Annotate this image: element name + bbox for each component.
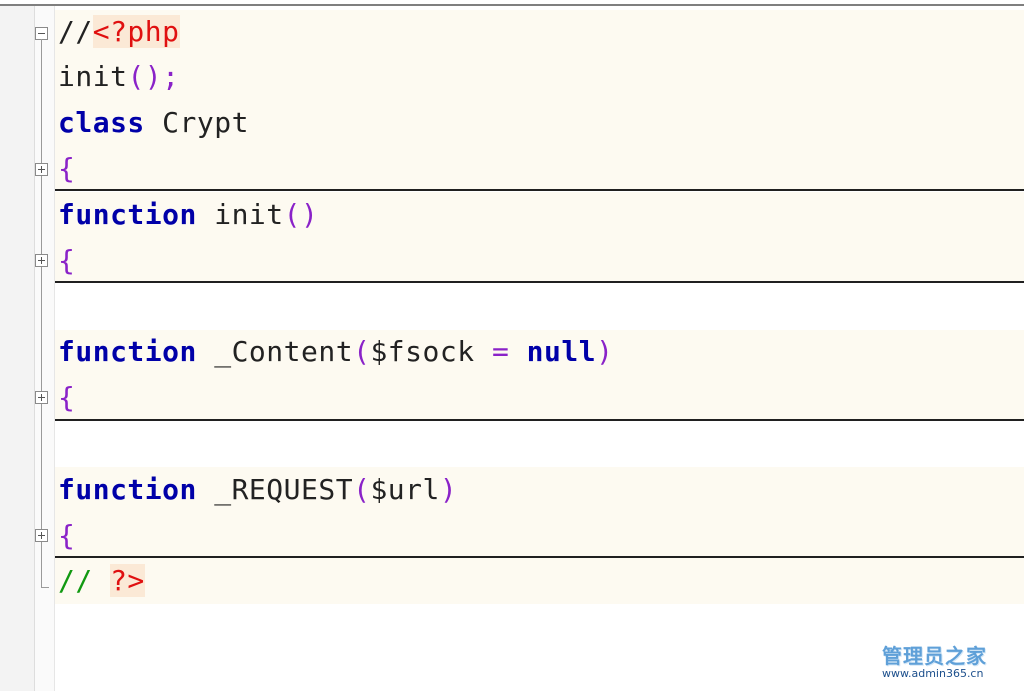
line-highlight-block-2 <box>55 192 1024 282</box>
fold-separator <box>55 419 1024 421</box>
code-line[interactable]: { <box>58 149 75 189</box>
fold-guide-line <box>41 39 42 587</box>
code-token: // <box>58 564 111 597</box>
code-token: ) <box>439 473 458 506</box>
code-line[interactable]: init(); <box>58 57 180 97</box>
code-line[interactable]: class Crypt <box>58 103 249 143</box>
line-highlight-block-4 <box>55 467 1024 556</box>
top-border <box>0 4 1024 6</box>
code-token: class <box>58 106 145 139</box>
code-token: Crypt <box>144 106 249 139</box>
watermark-url: www.admin365.cn <box>882 667 984 680</box>
fold-end-marker <box>41 587 49 588</box>
code-token: (); <box>127 60 180 93</box>
code-token: ( <box>353 335 371 368</box>
line-highlight-block-3 <box>55 330 1024 420</box>
watermark-logo: 管理员之家 www.admin365.cn <box>882 645 1002 685</box>
fold-separator <box>55 189 1024 191</box>
fold-plus-icon[interactable] <box>35 529 48 542</box>
line-highlight-block-1 <box>55 10 1024 190</box>
code-token: function <box>58 473 197 506</box>
code-token: { <box>58 519 76 552</box>
fold-plus-icon[interactable] <box>35 254 48 267</box>
code-line[interactable]: function _REQUEST($url) <box>58 470 457 510</box>
code-token: init <box>58 60 128 93</box>
code-line[interactable]: function init() <box>58 195 318 235</box>
code-token: $url <box>370 473 440 506</box>
code-token: _REQUEST <box>196 473 354 506</box>
margin-divider <box>34 6 35 691</box>
code-token: $fsock <box>370 335 475 368</box>
fold-plus-icon[interactable] <box>35 163 48 176</box>
code-token: function <box>58 198 197 231</box>
code-line[interactable]: { <box>58 516 75 556</box>
code-token: { <box>58 244 76 277</box>
code-token: = <box>474 335 527 368</box>
code-line[interactable]: { <box>58 241 75 281</box>
code-line[interactable]: { <box>58 378 75 418</box>
code-token: null <box>526 335 597 368</box>
code-token: { <box>58 152 76 185</box>
code-token: () <box>283 198 319 231</box>
code-token: ?> <box>110 564 145 597</box>
line-highlight-block-5 <box>55 558 1024 604</box>
code-line[interactable]: // ?> <box>58 561 145 601</box>
code-line[interactable]: //<?php <box>58 12 180 52</box>
code-token: <?php <box>92 15 180 48</box>
fold-separator <box>55 281 1024 283</box>
fold-margin[interactable] <box>35 6 55 691</box>
code-line[interactable]: function _Content($fsock = null) <box>58 332 613 372</box>
fold-plus-icon[interactable] <box>35 391 48 404</box>
code-token: { <box>58 381 76 414</box>
code-token: // <box>58 15 93 48</box>
code-token: function <box>58 335 197 368</box>
code-token: ( <box>353 473 371 506</box>
watermark-title: 管理员之家 <box>882 644 987 668</box>
line-number-margin[interactable] <box>0 6 34 691</box>
code-token: _Content <box>196 335 354 368</box>
code-token: ) <box>596 335 614 368</box>
fold-separator <box>55 556 1024 558</box>
code-token: init <box>196 198 284 231</box>
